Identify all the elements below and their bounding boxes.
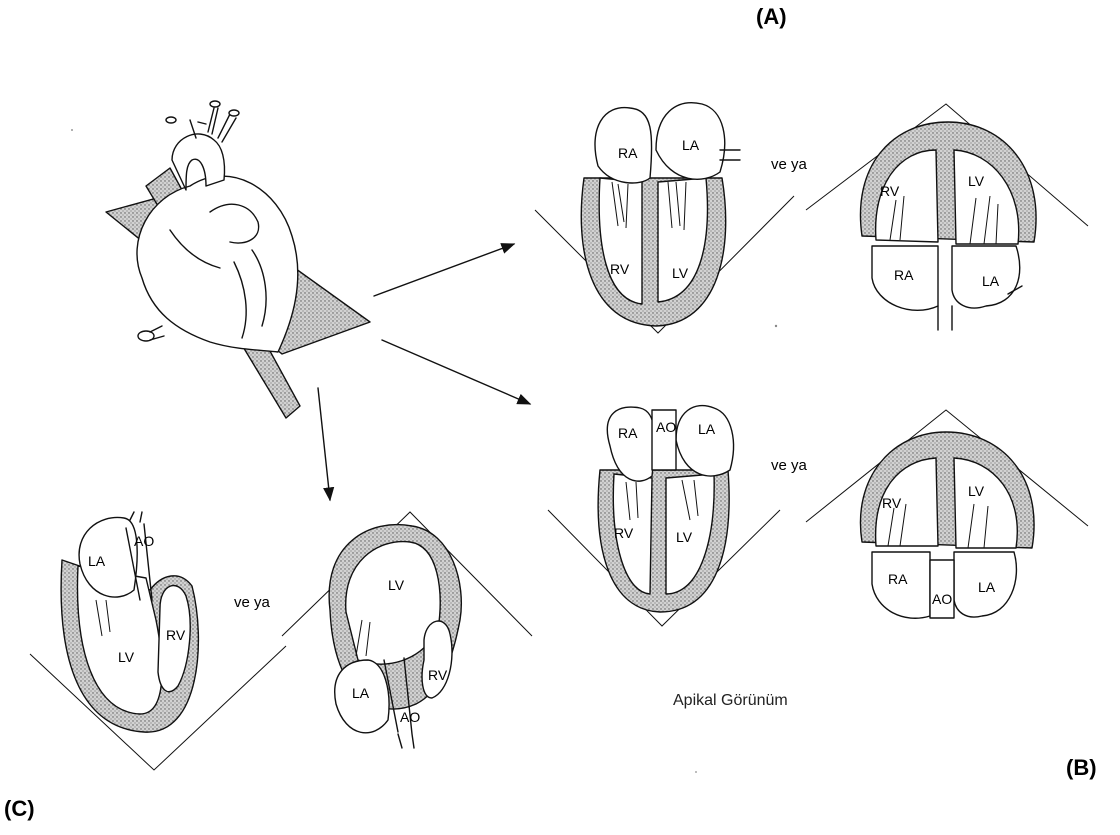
heart-body [137, 176, 298, 352]
svg-text:RV: RV [610, 261, 630, 277]
svg-text:AO: AO [656, 419, 676, 435]
svg-text:LA: LA [682, 137, 700, 153]
svg-text:LV: LV [118, 649, 135, 665]
svg-text:LV: LV [968, 483, 985, 499]
svg-text:LV: LV [968, 173, 985, 189]
four-chamber-view-apex-down: RA LA RV LV [535, 103, 794, 333]
arrow-to-apical-four-chamber [374, 244, 514, 296]
svg-text:LA: LA [698, 421, 716, 437]
arrow-to-apical-five-chamber [382, 340, 530, 404]
svg-text:RV: RV [428, 667, 448, 683]
arrow-to-long-axis [318, 388, 330, 500]
svg-text:LV: LV [388, 577, 405, 593]
long-axis-view-apex-up: LV RV LA AO [282, 512, 532, 748]
svg-text:LA: LA [88, 553, 106, 569]
svg-text:RV: RV [880, 183, 900, 199]
svg-text:RA: RA [618, 145, 638, 161]
svg-text:RV: RV [882, 495, 902, 511]
svg-text:RA: RA [888, 571, 908, 587]
svg-text:RA: RA [894, 267, 914, 283]
svg-text:LA: LA [352, 685, 370, 701]
svg-text:LA: LA [982, 273, 1000, 289]
svg-text:RV: RV [614, 525, 634, 541]
svg-text:LV: LV [676, 529, 693, 545]
heart-with-planes-illustration [106, 101, 370, 418]
svg-text:LA: LA [978, 579, 996, 595]
svg-text:RV: RV [166, 627, 186, 643]
svg-text:AO: AO [400, 709, 420, 725]
five-chamber-view-apex-up: RV LV RA AO LA [806, 410, 1088, 618]
svg-text:RA: RA [618, 425, 638, 441]
four-chamber-view-apex-up: RV LV RA LA [806, 104, 1088, 330]
five-chamber-view-apex-down: RA AO LA RV LV [548, 406, 780, 626]
svg-text:AO: AO [134, 533, 154, 549]
svg-text:AO: AO [932, 591, 952, 607]
long-axis-view-apex-down: LA AO RV LV [30, 512, 286, 770]
svg-text:LV: LV [672, 265, 689, 281]
